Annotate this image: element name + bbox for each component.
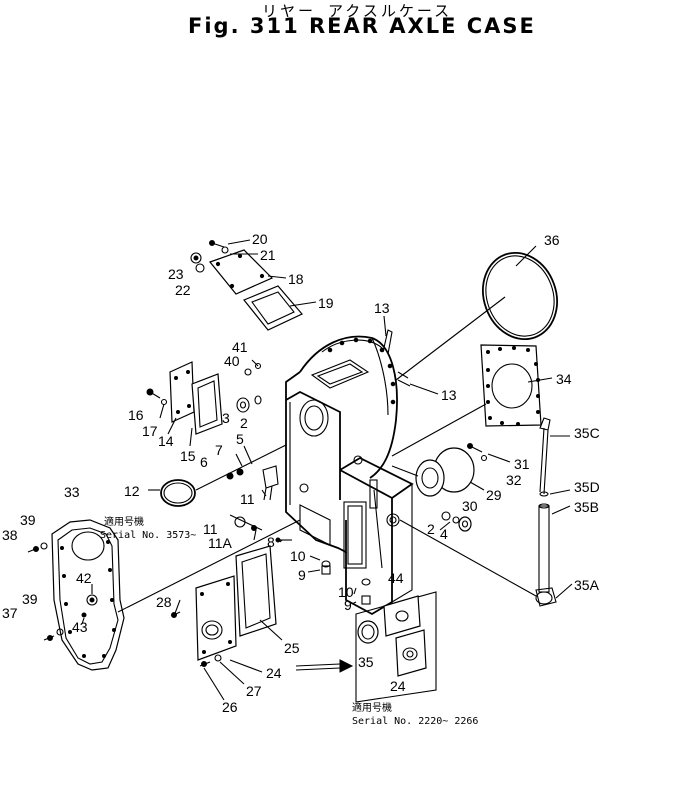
- leader-lines: [81, 239, 573, 701]
- callout-label: 36: [544, 232, 560, 248]
- callout-label: 25: [284, 640, 300, 656]
- callout-label: 22: [175, 282, 191, 298]
- callout-label: 21: [260, 247, 276, 263]
- callout-label: 10: [290, 548, 306, 564]
- callout-label: 13: [441, 387, 457, 403]
- callout-label: 11A: [208, 535, 233, 551]
- callout-label: 35B: [574, 499, 599, 515]
- axle-case-housing: [285, 329, 414, 616]
- callout-label: 43: [72, 619, 88, 635]
- callout-label: 8: [267, 534, 275, 550]
- callout-label: 4: [440, 526, 448, 542]
- callout-label: 12: [124, 483, 140, 499]
- callout-label: 17: [142, 423, 158, 439]
- callout-label: 40: [224, 353, 240, 369]
- callout-label: 10: [338, 584, 354, 600]
- round-cover-assembly: [391, 443, 488, 532]
- callout-label: 13: [374, 300, 390, 316]
- callout-label: 7: [215, 442, 223, 458]
- callout-label: 20: [252, 231, 268, 247]
- serial-note-upper: 適用号機 Serial No. 3573~: [100, 515, 196, 541]
- callout-label: 19: [318, 295, 334, 311]
- callout-label: 16: [128, 407, 144, 423]
- callout-label: 5: [236, 431, 244, 447]
- callout-label: 35A: [574, 577, 600, 593]
- serial-note-lower: 適用号機 Serial No. 2220~ 2266: [352, 701, 478, 727]
- inset-variant: [295, 591, 437, 703]
- bottom-cover-assembly: [171, 537, 371, 667]
- callout-label: 2: [240, 415, 248, 431]
- callout-label: 30: [462, 498, 478, 514]
- callout-label: 3: [222, 410, 230, 426]
- serial-note-lower-serial: Serial No. 2220~ 2266: [352, 716, 478, 727]
- serial-note-lower-jp: 適用号機: [352, 701, 392, 714]
- callout-label: 44: [388, 570, 404, 586]
- callout-label: 39: [20, 512, 36, 528]
- side-housing-cover: [27, 519, 301, 671]
- callout-label: 24: [266, 665, 282, 681]
- callout-label: 9: [298, 567, 306, 583]
- callout-label: 33: [64, 484, 80, 500]
- side-cover-assembly: [146, 361, 262, 435]
- callout-label: 27: [246, 683, 262, 699]
- callout-label: 37: [2, 605, 18, 621]
- callout-label: 18: [288, 271, 304, 287]
- callout-label: 31: [514, 456, 530, 472]
- callout-label: 39: [22, 591, 38, 607]
- callout-label: 23: [168, 266, 184, 282]
- callout-label: 38: [2, 527, 18, 543]
- callout-labels: 20 21 18 23 22 19 13 13 36 34 41 40 16 1…: [2, 231, 600, 715]
- callout-label: 14: [158, 433, 174, 449]
- callout-label: 42: [76, 570, 92, 586]
- serial-note-upper-jp: 適用号機: [104, 515, 144, 528]
- dipstick-assembly: [399, 417, 557, 607]
- figure-title: Fig. 311 REAR AXLE CASE: [188, 14, 536, 38]
- callout-label: 11: [240, 491, 255, 507]
- callout-label: 34: [556, 371, 572, 387]
- callout-label: 9: [344, 597, 352, 613]
- callout-label: 28: [156, 594, 172, 610]
- callout-label: 11: [203, 521, 218, 537]
- callout-label: 15: [180, 448, 196, 464]
- serial-note-upper-serial: Serial No. 3573~: [100, 530, 196, 541]
- callout-label: 35D: [574, 479, 600, 495]
- title-japanese: リヤー アクスルケース: [262, 2, 453, 20]
- end-seal-and-cover: [391, 251, 558, 457]
- callout-label: 2: [427, 521, 435, 537]
- callout-label: 41: [232, 339, 248, 355]
- callout-label: 32: [506, 472, 522, 488]
- callout-label: 35C: [574, 425, 600, 441]
- callout-label: 35: [358, 654, 374, 670]
- o-ring-and-plugs: [160, 444, 287, 531]
- callout-label: 29: [486, 487, 502, 503]
- callout-label: 24: [390, 678, 406, 694]
- top-cover-assembly: [190, 240, 303, 331]
- callout-label: 26: [222, 699, 238, 715]
- callout-label: 6: [200, 454, 208, 470]
